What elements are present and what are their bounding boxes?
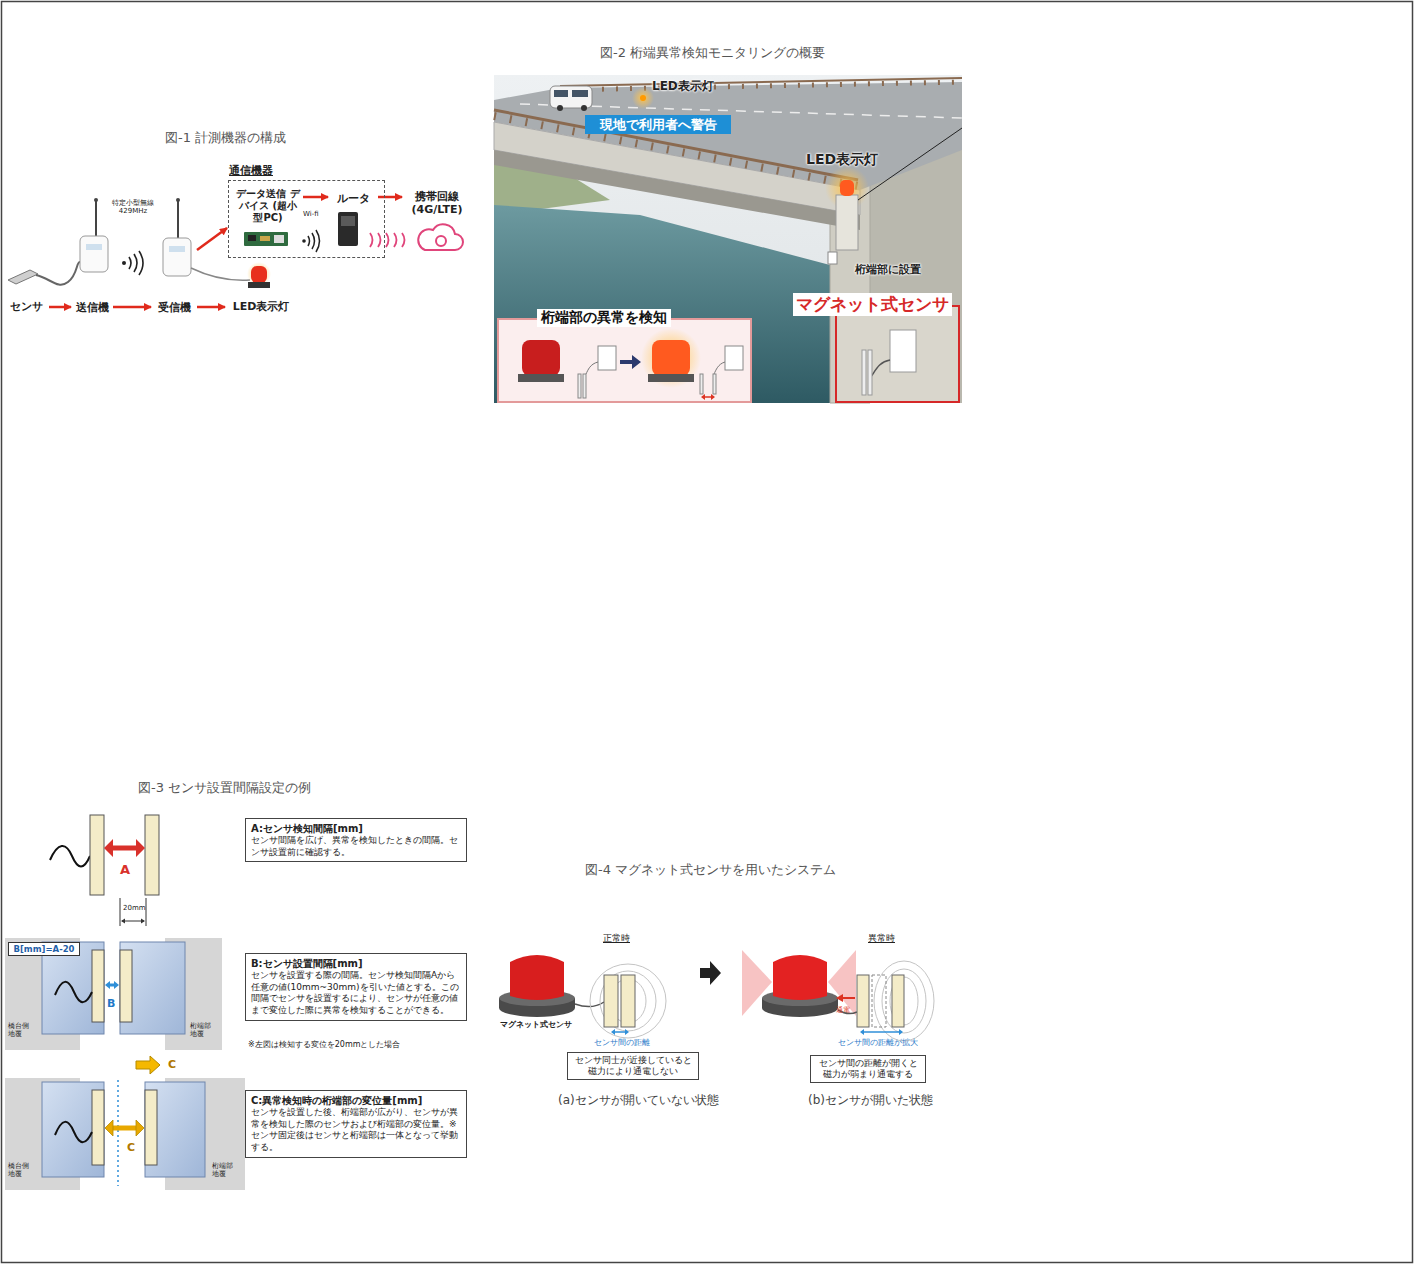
device-group-box: 通信機器データ送信 デバイス (超小型PC)ルータ [228, 180, 385, 258]
figure-title: 図-2 桁端異常検知モニタリングの概要 [600, 45, 825, 61]
state-note-box: センサ同士が近接していると磁力により通電しない [567, 1052, 699, 1080]
node-heading: データ送信 デバイス (超小型PC) [234, 188, 302, 224]
node-heading: 受信機 [152, 300, 196, 315]
explanation-box: C:異常検知時の桁端部の変位量[mm]センサを設置した後、桁端部が広がり、センサ… [245, 1090, 467, 1158]
flow-arrow [378, 196, 402, 199]
node-heading: 現地で利用者へ警告 [585, 115, 731, 134]
lamp-label: LED表示灯 [652, 79, 714, 93]
radio-waves [122, 251, 143, 275]
bridge-illustration [494, 75, 962, 403]
node-heading: A:センサ検知間隔[mm] [251, 822, 461, 835]
warning-banner: 現地で利用者へ警告 [585, 115, 731, 134]
node-heading: 桁端部の異常を検知 [537, 309, 671, 327]
lamp-off [499, 955, 604, 1017]
flow-arrow [197, 228, 227, 250]
lamp-label: LED表示灯 [806, 151, 878, 168]
note: ※左図は検知する変位を20mmとした場合 [248, 1040, 400, 1050]
explanation-box: B:センサ設置間隔[mm]センサを設置する際の間隔。センサ検知間隔Aから任意の値… [245, 953, 467, 1021]
current-label: 通電 [836, 1006, 850, 1014]
inset-sensor [835, 305, 960, 403]
router-icon [338, 212, 358, 246]
sensor-displaced [5, 1078, 245, 1190]
wifi-label: Wi-fi [303, 210, 319, 218]
lamp-on [742, 950, 857, 1017]
state-label: 正常時 [603, 933, 630, 944]
device-label: データ送信 デバイス (超小型PC) [234, 188, 302, 224]
cloud-icon [418, 224, 463, 250]
node-body: センサを設置した後、桁端部が広がり、センサが異常を検知した際のセンサおよび桁端部… [251, 1107, 461, 1154]
flow-arrow [303, 196, 328, 199]
panel-caption: (a)センサが開いていない状態 [558, 1093, 719, 1107]
device-label: 送信機 [72, 192, 112, 315]
dimension-letter: A [120, 862, 130, 878]
node-heading: 送信機 [72, 300, 112, 315]
node-heading: B:センサ設置間隔[mm] [251, 957, 461, 970]
figure-title: 図-4 マグネット式センサを用いたシステム [585, 862, 836, 878]
formula-box: B[mm]=A-20 [8, 942, 80, 956]
node-heading: C:異常検知時の桁端部の変位量[mm] [251, 1094, 461, 1107]
node-heading: 携帯回線 (4G/LTE) [403, 190, 471, 216]
transmitter-device [80, 198, 108, 272]
node-heading: センサ間の距離が開くと磁力が弱まり通電する [815, 1058, 921, 1080]
node-body: センサを設置する際の間隔。センサ検知間隔Aから任意の値(10mm~30mm)を引… [251, 970, 461, 1017]
inset-box: マグネット式センサ [835, 305, 960, 403]
network-label: 携帯回線 (4G/LTE) [403, 190, 471, 216]
figure-title: 図-3 センサ設置間隔設定の例 [138, 780, 311, 796]
state-label: 異常時 [868, 933, 895, 944]
sensor-installed [5, 938, 222, 1074]
sensor-device [8, 262, 80, 285]
sensor-closed [590, 964, 666, 1038]
wifi-waves [302, 230, 319, 252]
node-body: センサ間隔を広げ、異常を検知したときの間隔。センサ設置前に確認する。 [251, 835, 461, 858]
receiver-device [163, 198, 191, 276]
device-label: ルータ [329, 191, 377, 206]
wire [191, 268, 250, 280]
node-heading: B[mm]=A-20 [11, 944, 77, 954]
device-label: センサ [4, 299, 48, 314]
cellular-waves [370, 233, 405, 247]
sensor-open [836, 961, 934, 1041]
dimension-letter: B [107, 997, 115, 1010]
node-heading: マグネット式センサ [793, 293, 952, 316]
node-heading: ルータ [329, 191, 377, 206]
sensor-pair-top [50, 815, 159, 926]
flow-arrow [197, 306, 225, 309]
node-heading: LED表示灯 [226, 299, 296, 314]
dimension-letter: C [127, 1141, 135, 1154]
transition-arrow [700, 961, 721, 985]
flow-arrow [49, 306, 71, 309]
node-heading: 通信機器 [229, 163, 273, 178]
inset-lamps [497, 318, 752, 403]
led-lamp [247, 262, 271, 288]
part-name: マグネット式センサ [500, 1020, 572, 1030]
distance-label: センサ間の距離 [594, 1038, 650, 1048]
dimension-letter: C [168, 1058, 176, 1071]
explanation-box: A:センサ検知間隔[mm]センサ間隔を広げ、異常を検知したときの間隔。センサ設置… [245, 818, 467, 862]
device-label: LED表示灯 [226, 299, 296, 314]
figure-title: 図-1 計測機器の構成 [165, 130, 286, 146]
install-label: 桁端部に設置 [855, 263, 921, 276]
pcb-icon [244, 232, 288, 246]
node-heading: センサ [4, 299, 48, 314]
part-name: 桁端部 地覆 [212, 1162, 238, 1179]
flow-arrow [113, 306, 151, 309]
dimension-value: 20mm [123, 904, 146, 912]
radio-spec: 特定小型無線 429MHz [110, 199, 156, 216]
inset-box: 桁端部の異常を検知 [497, 318, 752, 403]
part-name: 桁端部 地覆 [190, 1022, 216, 1039]
device-label: 受信機 [152, 192, 196, 315]
node-heading: センサ同士が近接していると磁力により通電しない [572, 1055, 694, 1077]
part-name: 橋台側 地覆 [8, 1162, 34, 1179]
part-name: 橋台側 地覆 [8, 1022, 34, 1039]
panel-caption: (b)センサが開いた状態 [808, 1093, 933, 1107]
distance-label: センサ間の距離が拡大 [838, 1038, 918, 1048]
state-note-box: センサ間の距離が開くと磁力が弱まり通電する [810, 1055, 926, 1083]
